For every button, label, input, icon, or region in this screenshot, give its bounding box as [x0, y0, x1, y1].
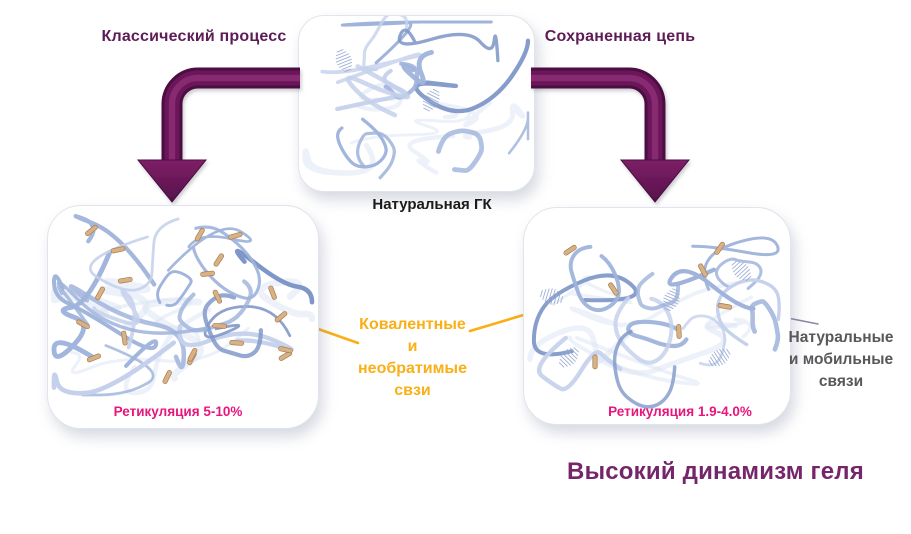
- annotation-line: и: [407, 338, 418, 355]
- annotation-line: свзи: [394, 382, 431, 399]
- annotation-line: и мобильные: [788, 351, 894, 368]
- natural-ha-label: Натуральная ГК: [372, 196, 492, 213]
- covalent-links-annotation: Ковалентные и необратимые свзи: [330, 314, 495, 402]
- footer-title: Высокий динамизм геля: [567, 458, 864, 485]
- classic-crosslinked-gel-box: [47, 205, 319, 429]
- annotation-line: Натуральные: [788, 329, 894, 346]
- natural-ha-ribbons-illustration: [302, 16, 531, 180]
- annotation-line: необратимые: [358, 360, 467, 377]
- right-arrow: [531, 67, 691, 203]
- preserved-chain-gel-box: [523, 207, 791, 425]
- heading-classic-process: Классический процесс: [101, 28, 287, 45]
- reticulation-left-caption: Ретикуляция 5-10%: [113, 404, 243, 419]
- reticulation-right-caption: Ретикуляция 1.9-4.0%: [608, 404, 752, 419]
- right-arrowhead-icon: [619, 159, 691, 203]
- covalent-crosslinked-ribbons-illustration: [50, 213, 316, 397]
- annotation-line: связи: [818, 373, 864, 390]
- heading-preserved-chain: Сохраненная цепь: [544, 28, 696, 45]
- natural-ha-box: [298, 15, 535, 192]
- left-arrowhead-icon: [136, 159, 208, 203]
- mobile-links-ribbons-illustration: [527, 236, 781, 409]
- left-arrow: [136, 67, 300, 203]
- annotation-line: Ковалентные: [359, 316, 466, 333]
- natural-links-annotation: Натуральные и мобильные связи: [775, 327, 907, 393]
